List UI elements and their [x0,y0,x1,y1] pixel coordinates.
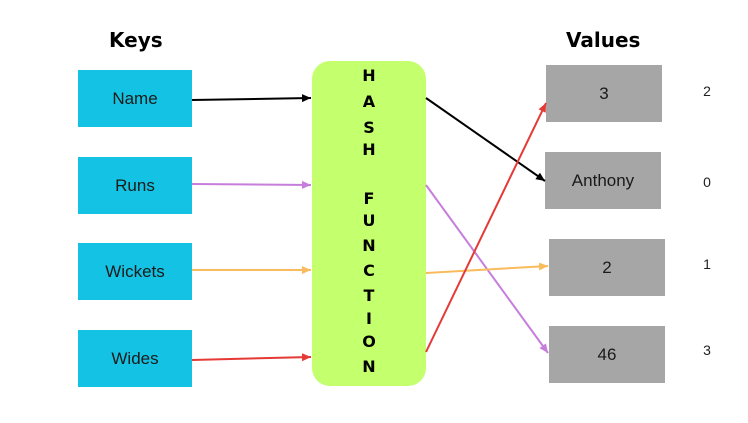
key-box-runs: Runs [78,157,192,214]
arrow-hash-to-3 [425,102,547,353]
index-label: 1 [703,256,711,272]
value-box-46: 46 [549,326,665,383]
key-label: Runs [115,175,155,195]
value-label: 2 [602,257,612,277]
arrow-runs-to-hash [191,180,312,189]
key-label: Wides [111,348,159,368]
index-label: 3 [703,342,711,358]
value-box-2: 2 [549,239,665,296]
index-label: 2 [703,83,711,99]
values-header: Values [566,28,641,52]
keys-header: Keys [109,28,163,52]
hash-letter: O [362,332,376,351]
key-box-wickets: Wickets [78,243,192,300]
hash-letter: T [363,286,375,305]
hash-letter: C [363,261,375,280]
hash-letter: N [362,357,376,376]
hash-letter: S [363,118,375,137]
arrow-hash-to-2 [425,262,549,274]
value-label: Anthony [571,170,635,190]
key-box-wides: Wides [78,330,192,387]
hash-letter: F [363,189,375,208]
arrow-wides-to-hash [191,353,312,362]
hash-letter: A [362,92,376,111]
arrow-name-to-hash [191,94,312,103]
key-label: Wickets [105,261,165,281]
hash-function-box [312,61,426,386]
value-label: 46 [597,344,617,364]
hash-letter: I [366,309,372,328]
index-label: 0 [703,174,711,190]
key-box-name: Name [78,70,192,127]
value-box-3: 3 [546,65,662,122]
key-label: Name [112,88,158,108]
hash-letter: U [362,211,376,230]
arrow-hash-to-anthony [425,97,546,182]
hash-letter: H [362,66,376,85]
value-label: 3 [599,83,609,103]
value-box-anthony: Anthony [545,152,661,209]
hash-letter: N [362,236,376,255]
hash-letter: H [362,140,376,159]
